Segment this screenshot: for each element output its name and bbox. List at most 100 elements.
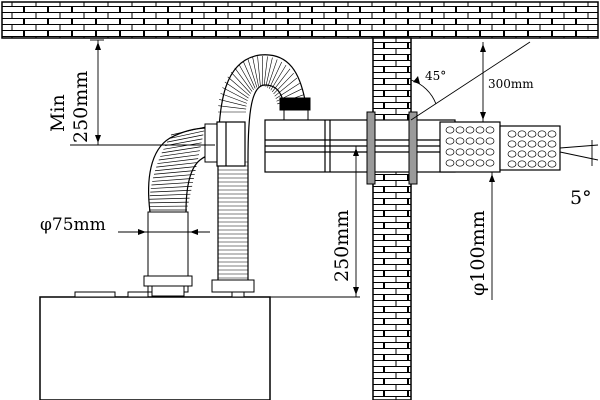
terminal-hole (527, 160, 537, 168)
corrugation-ring (168, 130, 205, 139)
corrugation-ring (149, 201, 189, 204)
dimension-lines (70, 39, 599, 300)
corrugation-ring (265, 57, 273, 87)
terminal-hole (517, 130, 527, 138)
corrugation-ring (160, 150, 200, 157)
terminal-hole (547, 140, 557, 148)
terminal-hole (455, 148, 465, 156)
boiler-unit (39, 291, 271, 400)
wall-collar (366, 111, 418, 185)
terminal-hole (465, 159, 475, 167)
wall-brick (372, 37, 412, 400)
terminal-hole (537, 140, 547, 148)
corrugation-ring (267, 59, 278, 88)
min-label: Min (47, 94, 69, 132)
elbow-fitting (216, 121, 246, 167)
corrugation-ring (150, 189, 192, 193)
terminal-hole (485, 159, 495, 167)
corrugation-ring (218, 105, 247, 110)
min-height-label: 250mm (70, 71, 92, 143)
terminal-hole (507, 150, 517, 158)
terminal-hole (465, 137, 475, 145)
flex-pipe-100 (211, 54, 311, 298)
terminal-hole (445, 148, 455, 156)
terminal-hole (527, 130, 537, 138)
terminal-hole (507, 130, 517, 138)
corrugation-ring (238, 64, 254, 91)
terminal-hole (465, 126, 475, 134)
corrugation-ring (230, 71, 251, 94)
terminal-hole (485, 137, 495, 145)
terminal-hole (527, 150, 537, 158)
corrugation-ring (156, 162, 198, 168)
terminal-hole (507, 160, 517, 168)
corrugation-ring (257, 56, 261, 87)
corrugation-ring (234, 67, 253, 92)
terminal-hole (475, 159, 485, 167)
terminal-hole (485, 126, 495, 134)
corrugation-ring (270, 64, 287, 91)
terminal-hole (445, 126, 455, 134)
corrugation-ring (149, 193, 191, 197)
corrugation-ring (252, 57, 259, 87)
corrugation-ring (149, 197, 190, 200)
corrugation-ring (157, 158, 199, 164)
corrugation-ring (151, 181, 194, 186)
terminal-hole (475, 148, 485, 156)
corrugation-ring (274, 77, 298, 97)
terminal-hole (455, 159, 465, 167)
terminal-hole (455, 126, 465, 134)
corrugation-ring (155, 166, 197, 172)
corrugation-ring (163, 142, 202, 150)
corrugation-ring (158, 154, 200, 161)
corrugation-ring (161, 146, 201, 154)
dia-75-label: φ75mm (40, 215, 106, 235)
terminal-hole (465, 148, 475, 156)
corrugation-ring (263, 56, 268, 87)
terminal-hole (475, 126, 485, 134)
ceiling-brick (1, 1, 599, 39)
corrugation-ring (275, 82, 300, 99)
length-300-label: 300mm (488, 77, 534, 91)
corrugation-ring (219, 99, 247, 107)
flex-pipe-75-rings (149, 126, 206, 211)
terminal-hole (537, 160, 547, 168)
corrugation-ring (220, 93, 248, 104)
angle-45-label: 45° (425, 69, 446, 83)
flex-pipe-75 (143, 123, 220, 297)
terminal-hole (517, 140, 527, 148)
corrugation-ring (224, 81, 249, 99)
terminal-hole (445, 159, 455, 167)
corrugation-ring (222, 87, 248, 101)
terminal-hole (475, 137, 485, 145)
corrugation-ring (153, 170, 196, 175)
corrugation-ring (170, 126, 206, 136)
terminal-hole (445, 137, 455, 145)
corrugation-ring (271, 68, 291, 93)
angle-5-label: 5° (570, 187, 592, 209)
flue-terminal (439, 121, 561, 173)
terminal-hole (537, 130, 547, 138)
corrugation-ring (247, 58, 258, 88)
terminal-hole (547, 130, 557, 138)
terminal-hole (507, 140, 517, 148)
corrugation-ring (268, 61, 283, 89)
terminal-hole (455, 137, 465, 145)
terminal-hole (517, 160, 527, 168)
terminal-hole (547, 160, 557, 168)
corrugation-ring (242, 61, 256, 89)
terminal-hole (485, 148, 495, 156)
terminal-hole (537, 150, 547, 158)
dimension-arrows (95, 42, 495, 295)
terminal-holes (445, 126, 557, 168)
corrugation-ring (152, 178, 194, 182)
terminal-hole (527, 140, 537, 148)
corrugation-ring (153, 174, 195, 179)
corrugation-ring (150, 185, 193, 189)
corrugation-ring (273, 72, 294, 95)
terminal-hole (517, 150, 527, 158)
horizontal-flue-pipe (264, 119, 456, 173)
corrugation-ring (227, 76, 250, 96)
corrugation-ring (166, 134, 204, 143)
